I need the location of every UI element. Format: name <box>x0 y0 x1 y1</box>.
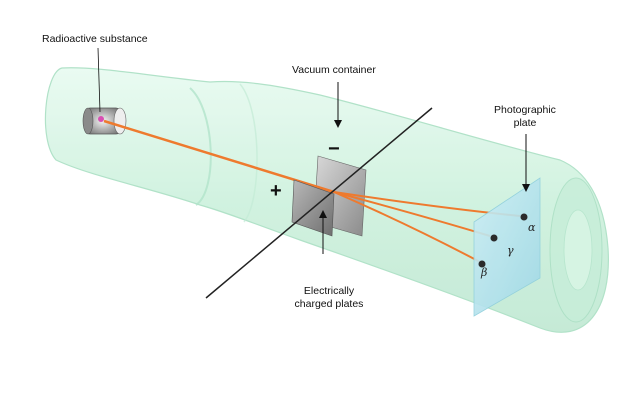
tube-neck-shading-2 <box>239 83 258 223</box>
alpha-label: α <box>528 221 536 234</box>
main-beam <box>103 119 335 194</box>
gamma-spot <box>490 234 498 242</box>
alpha-spot <box>520 213 528 221</box>
tube-neck-shading <box>189 87 212 206</box>
field-axis-line <box>205 107 433 299</box>
beta-beam <box>333 191 481 263</box>
photographic-plate <box>473 177 541 317</box>
beta-label: β <box>481 266 488 279</box>
tube-end-cap-inner <box>563 209 593 291</box>
negative-sign: − <box>328 138 340 160</box>
electrically-charged-plates-label: Electrically charged plates <box>294 285 364 310</box>
pointer-source <box>97 47 101 113</box>
photographic-plate-label: Photographic plate <box>494 104 556 129</box>
label-pointers <box>97 47 530 254</box>
gamma-label: γ <box>507 244 514 257</box>
radioactive-substance-label: Radioactive substance <box>42 33 148 45</box>
beta-spot <box>478 260 486 268</box>
radioactive-core <box>98 116 104 122</box>
vacuum-container-label: Vacuum container <box>292 64 376 76</box>
positive-sign: + <box>270 180 282 202</box>
